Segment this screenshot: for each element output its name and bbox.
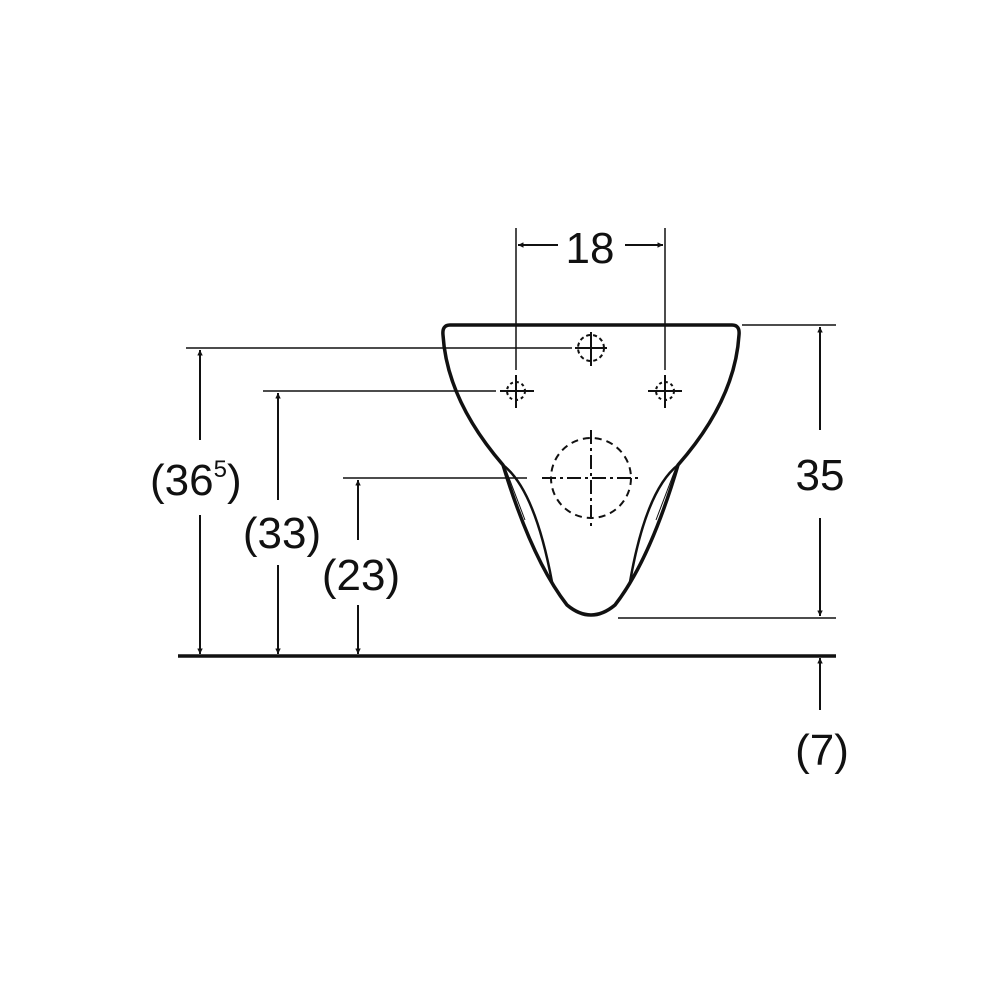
bowl-side-right	[628, 464, 679, 583]
bowl-side-right-thin	[655, 469, 676, 521]
label-18: 18	[566, 224, 615, 273]
label-7: (7)	[795, 726, 849, 775]
label-36-5-close: )	[227, 456, 242, 505]
label-36-5-sup: 5	[214, 456, 227, 483]
bowl-side-left	[502, 464, 554, 583]
label-33: (33)	[243, 509, 321, 558]
label-36-5-main: (36	[150, 456, 214, 505]
label-23: (23)	[322, 551, 400, 600]
label-35: 35	[796, 451, 845, 500]
label-36-5: (365)	[150, 456, 242, 505]
bowl-outline	[441, 323, 741, 617]
